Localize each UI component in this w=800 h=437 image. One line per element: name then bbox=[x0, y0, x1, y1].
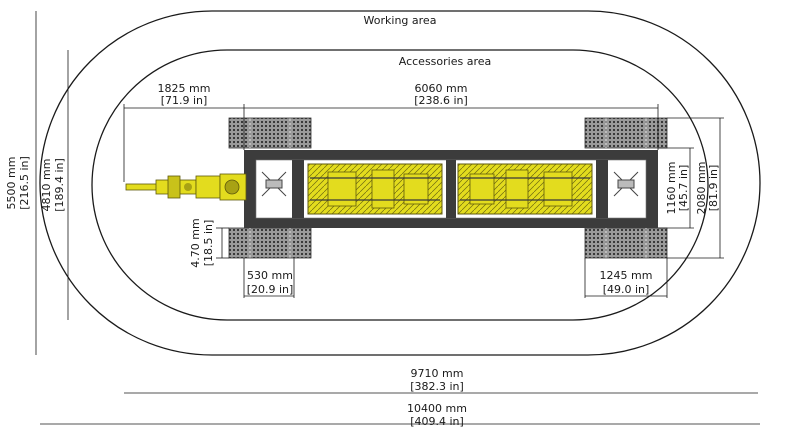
dim-1160-in: [45.7 in] bbox=[677, 165, 690, 212]
working-area-label: Working area bbox=[364, 14, 437, 27]
dim-530 bbox=[243, 258, 295, 298]
accessories-area-label: Accessories area bbox=[399, 55, 492, 68]
dim-9710-mm: 9710 mm bbox=[411, 367, 464, 380]
dim-right bbox=[658, 117, 724, 259]
dim-470-in: [18.5 in] bbox=[202, 220, 215, 267]
dim-1825-in: [71.9 in] bbox=[161, 94, 208, 107]
frame-crossbar-center bbox=[446, 160, 456, 218]
machine-assembly bbox=[125, 117, 668, 259]
dim-2080-in: [81.9 in] bbox=[707, 165, 720, 212]
dim-1245-mm: 1245 mm bbox=[600, 269, 653, 282]
dim-1245 bbox=[584, 258, 668, 298]
dim-1245-in: [49.0 in] bbox=[603, 283, 650, 296]
dim-9710-in: [382.3 in] bbox=[410, 380, 464, 393]
dim-6060-in: [238.6 in] bbox=[414, 94, 468, 107]
dim-top bbox=[123, 104, 659, 182]
dim-1825-mm: 1825 mm bbox=[158, 82, 211, 95]
pad-divisions bbox=[249, 118, 647, 258]
dim-5500-in: [216.5 in] bbox=[18, 156, 31, 210]
dim-4810-mm: 4810 mm bbox=[40, 159, 53, 212]
dim-530-mm: 530 mm bbox=[247, 269, 293, 282]
dim-6060-mm: 6060 mm bbox=[415, 82, 468, 95]
dim-2080-mm: 2080 mm bbox=[695, 162, 708, 215]
frame-crossbar-left bbox=[292, 160, 304, 218]
accessories-area-outline bbox=[91, 49, 709, 321]
working-area-outline bbox=[39, 10, 761, 356]
dim-4810-in: [189.4 in] bbox=[53, 158, 66, 212]
outrigger-pad-top-right bbox=[584, 117, 668, 149]
drill-arm bbox=[125, 173, 247, 201]
end-stand-right bbox=[613, 171, 639, 197]
carriage-rails bbox=[310, 177, 590, 201]
dim-530-in: [20.9 in] bbox=[247, 283, 294, 296]
end-stand-left bbox=[261, 171, 287, 197]
dim-10400-mm: 10400 mm bbox=[407, 402, 467, 415]
dim-10400-in: [409.4 in] bbox=[410, 415, 464, 428]
outrigger-pad-top-left bbox=[228, 117, 312, 149]
dim-1160-mm: 1160 mm bbox=[665, 162, 678, 215]
outrigger-pad-bottom-left bbox=[228, 227, 312, 259]
dim-5500-mm: 5500 mm bbox=[5, 157, 18, 210]
outrigger-pad-bottom-right bbox=[584, 227, 668, 259]
dim-470 bbox=[216, 227, 229, 259]
dim-470-mm: 4.70 mm bbox=[189, 218, 202, 267]
frame-crossbar-right bbox=[596, 160, 608, 218]
